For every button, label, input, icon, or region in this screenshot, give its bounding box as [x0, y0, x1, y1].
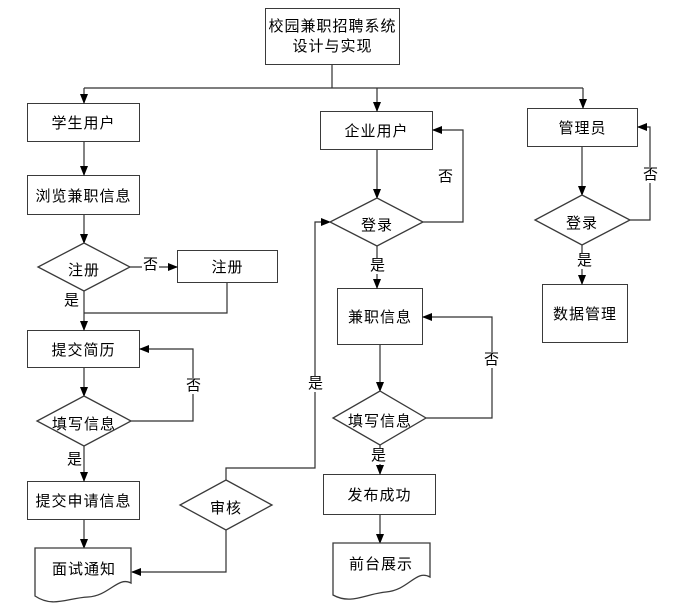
node-admin: 管理员: [527, 108, 638, 147]
label-login-enterprise-yes: 是: [369, 257, 387, 274]
title-line1: 校园兼职招聘系统: [268, 17, 397, 35]
edge-register-return: [84, 283, 228, 314]
label-register-no: 否: [142, 256, 160, 273]
title-text: 校园兼职招聘系统 设计与实现: [268, 17, 396, 57]
edge-review-to-notice: [131, 530, 227, 576]
diamond-login-enterprise: [328, 197, 425, 247]
diamond-register-decision: [36, 242, 132, 292]
diamond-fill-info-enterprise: [331, 390, 428, 446]
diamond-review: [178, 479, 274, 531]
label-fillinfo-student-yes: 是: [66, 451, 84, 468]
document-front-display: [332, 542, 431, 600]
edge-fillinfo-student-no: [131, 345, 194, 422]
label-fillinfo-enterprise-no: 否: [483, 351, 501, 368]
label-review-yes: 是: [307, 375, 325, 392]
label-register-yes: 是: [63, 292, 81, 309]
node-submit-application: 提交申请信息: [27, 481, 140, 520]
diamond-fill-info-student: [35, 395, 133, 447]
node-student-user: 学生用户: [27, 103, 140, 142]
node-title: 校园兼职招聘系统 设计与实现: [265, 8, 400, 65]
edge-fillinfo-enterprise-no: [422, 313, 493, 419]
label-login-enterprise-no: 否: [437, 168, 455, 185]
label-login-admin-no: 否: [642, 166, 660, 183]
label-fillinfo-enterprise-yes: 是: [370, 447, 388, 464]
label-fillinfo-student-no: 否: [185, 377, 203, 394]
node-browse-jobs: 浏览兼职信息: [27, 175, 140, 215]
title-line2: 设计与实现: [292, 37, 373, 55]
diamond-login-admin: [533, 194, 632, 246]
edge-review-yes-to-login: [225, 218, 331, 480]
edge-login-enterprise-no: [423, 126, 464, 223]
label-login-admin-yes: 是: [576, 252, 594, 269]
document-interview-notice: [34, 547, 132, 603]
node-publish-success: 发布成功: [323, 474, 436, 515]
node-register-action: 注册: [177, 250, 278, 283]
